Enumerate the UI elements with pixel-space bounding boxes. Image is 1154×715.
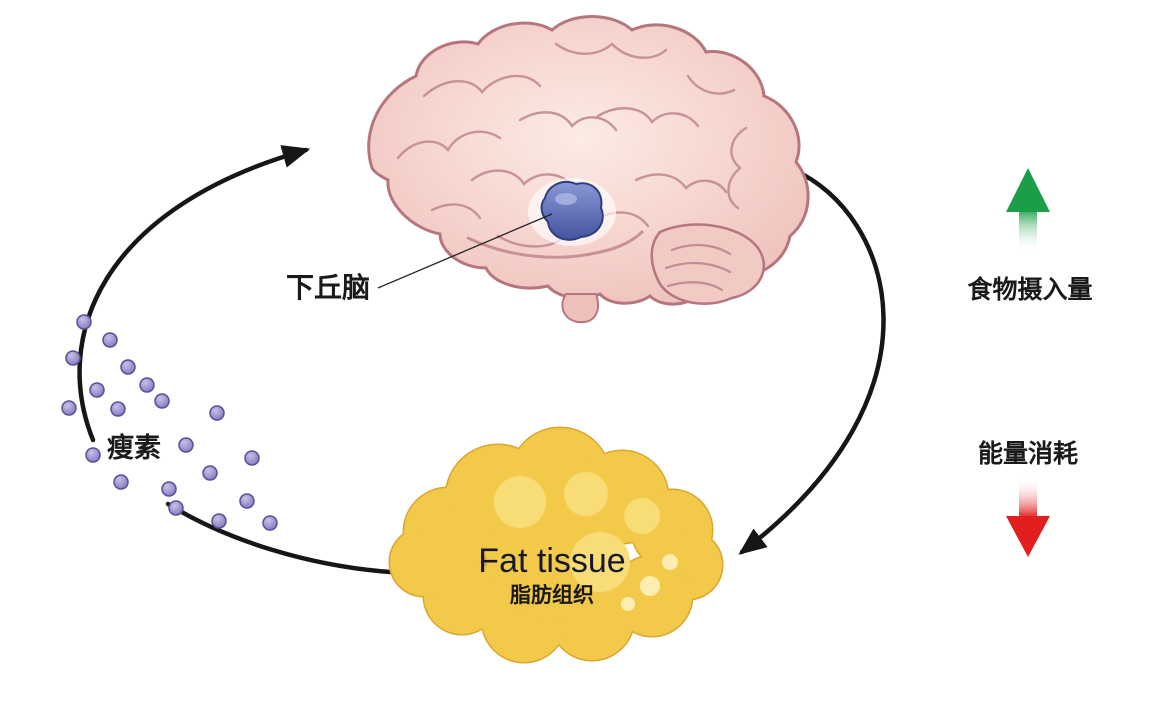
food-intake-indicator: 食物摄入量 <box>967 168 1093 304</box>
energy-expenditure-label: 能量消耗 <box>978 439 1078 468</box>
fat-tissue-highlights <box>494 472 660 592</box>
arrow-fat-to-leptin <box>165 501 393 575</box>
arrow-brain-to-fat <box>738 167 886 555</box>
fat-tissue-shines <box>621 554 678 611</box>
sylvian-fissure <box>466 230 644 259</box>
leptin-dots <box>61 314 278 531</box>
food-intake-label: 食物摄入量 <box>967 275 1092 304</box>
brain-illustration <box>367 15 810 324</box>
hypothalamus-region <box>540 180 604 241</box>
fat-tissue-label-zh: 脂肪组织 <box>510 583 594 607</box>
hypothalamus-label: 下丘脑 <box>286 272 370 303</box>
hypothalamus-highlight <box>555 193 577 205</box>
down-arrow-stem <box>1019 478 1037 518</box>
fat-tissue-cloud: Fat tissue 脂肪组织 <box>388 426 724 664</box>
hypothalamus-pointer-line <box>377 213 553 289</box>
brain-stem <box>561 293 599 324</box>
brain-gyri <box>396 42 748 248</box>
fat-tissue-label-en: Fat tissue <box>478 542 625 580</box>
up-arrow-icon <box>1006 168 1050 212</box>
down-arrow-icon <box>1006 516 1050 557</box>
arrow-leptin-to-brain <box>77 145 311 443</box>
energy-expenditure-indicator: 能量消耗 <box>978 439 1078 557</box>
up-arrow-stem <box>1019 208 1037 252</box>
leptin-label: 瘦素 <box>107 432 161 463</box>
cycle-arrows <box>77 145 886 575</box>
cerebellum-stripes <box>664 244 732 292</box>
